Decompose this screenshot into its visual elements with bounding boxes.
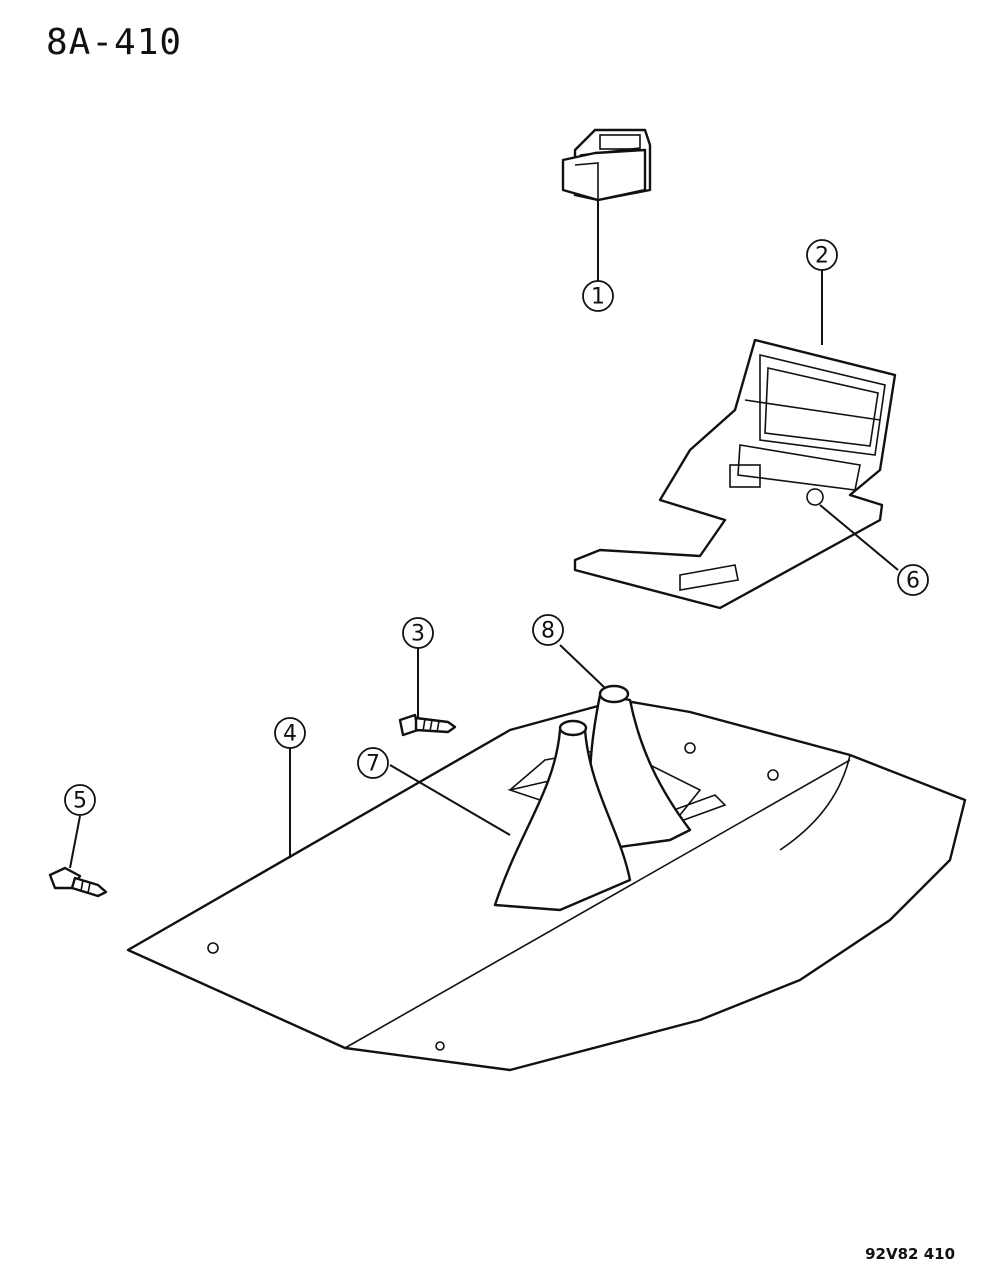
part-screw-5 [48, 866, 108, 898]
callout-7: 7 [357, 747, 389, 779]
callout-label-7: 7 [366, 752, 380, 777]
part-shift-boot-7 [493, 719, 632, 912]
part-shift-boot-8 [589, 684, 692, 852]
callout-4: 4 [274, 717, 306, 749]
callout-6: 6 [897, 564, 929, 596]
page-title: 8A-410 [46, 22, 183, 63]
callout-label-4: 4 [283, 722, 297, 747]
callout-label-1: 1 [591, 285, 605, 310]
part-bezel [573, 338, 897, 610]
callout-1: 1 [582, 280, 614, 312]
callout-2: 2 [806, 239, 838, 271]
callout-3: 3 [402, 617, 434, 649]
callout-5: 5 [64, 784, 96, 816]
part-screw-3 [398, 713, 457, 737]
callout-label-2: 2 [815, 244, 829, 269]
leader-lines [69, 200, 899, 869]
callout-label-5: 5 [73, 789, 87, 814]
callout-label-8: 8 [541, 619, 555, 644]
callout-label-6: 6 [906, 569, 920, 594]
diagram-code: 92V82 410 [865, 1245, 955, 1263]
callout-8: 8 [532, 614, 564, 646]
part-switch [561, 128, 652, 202]
callout-label-3: 3 [411, 622, 425, 647]
